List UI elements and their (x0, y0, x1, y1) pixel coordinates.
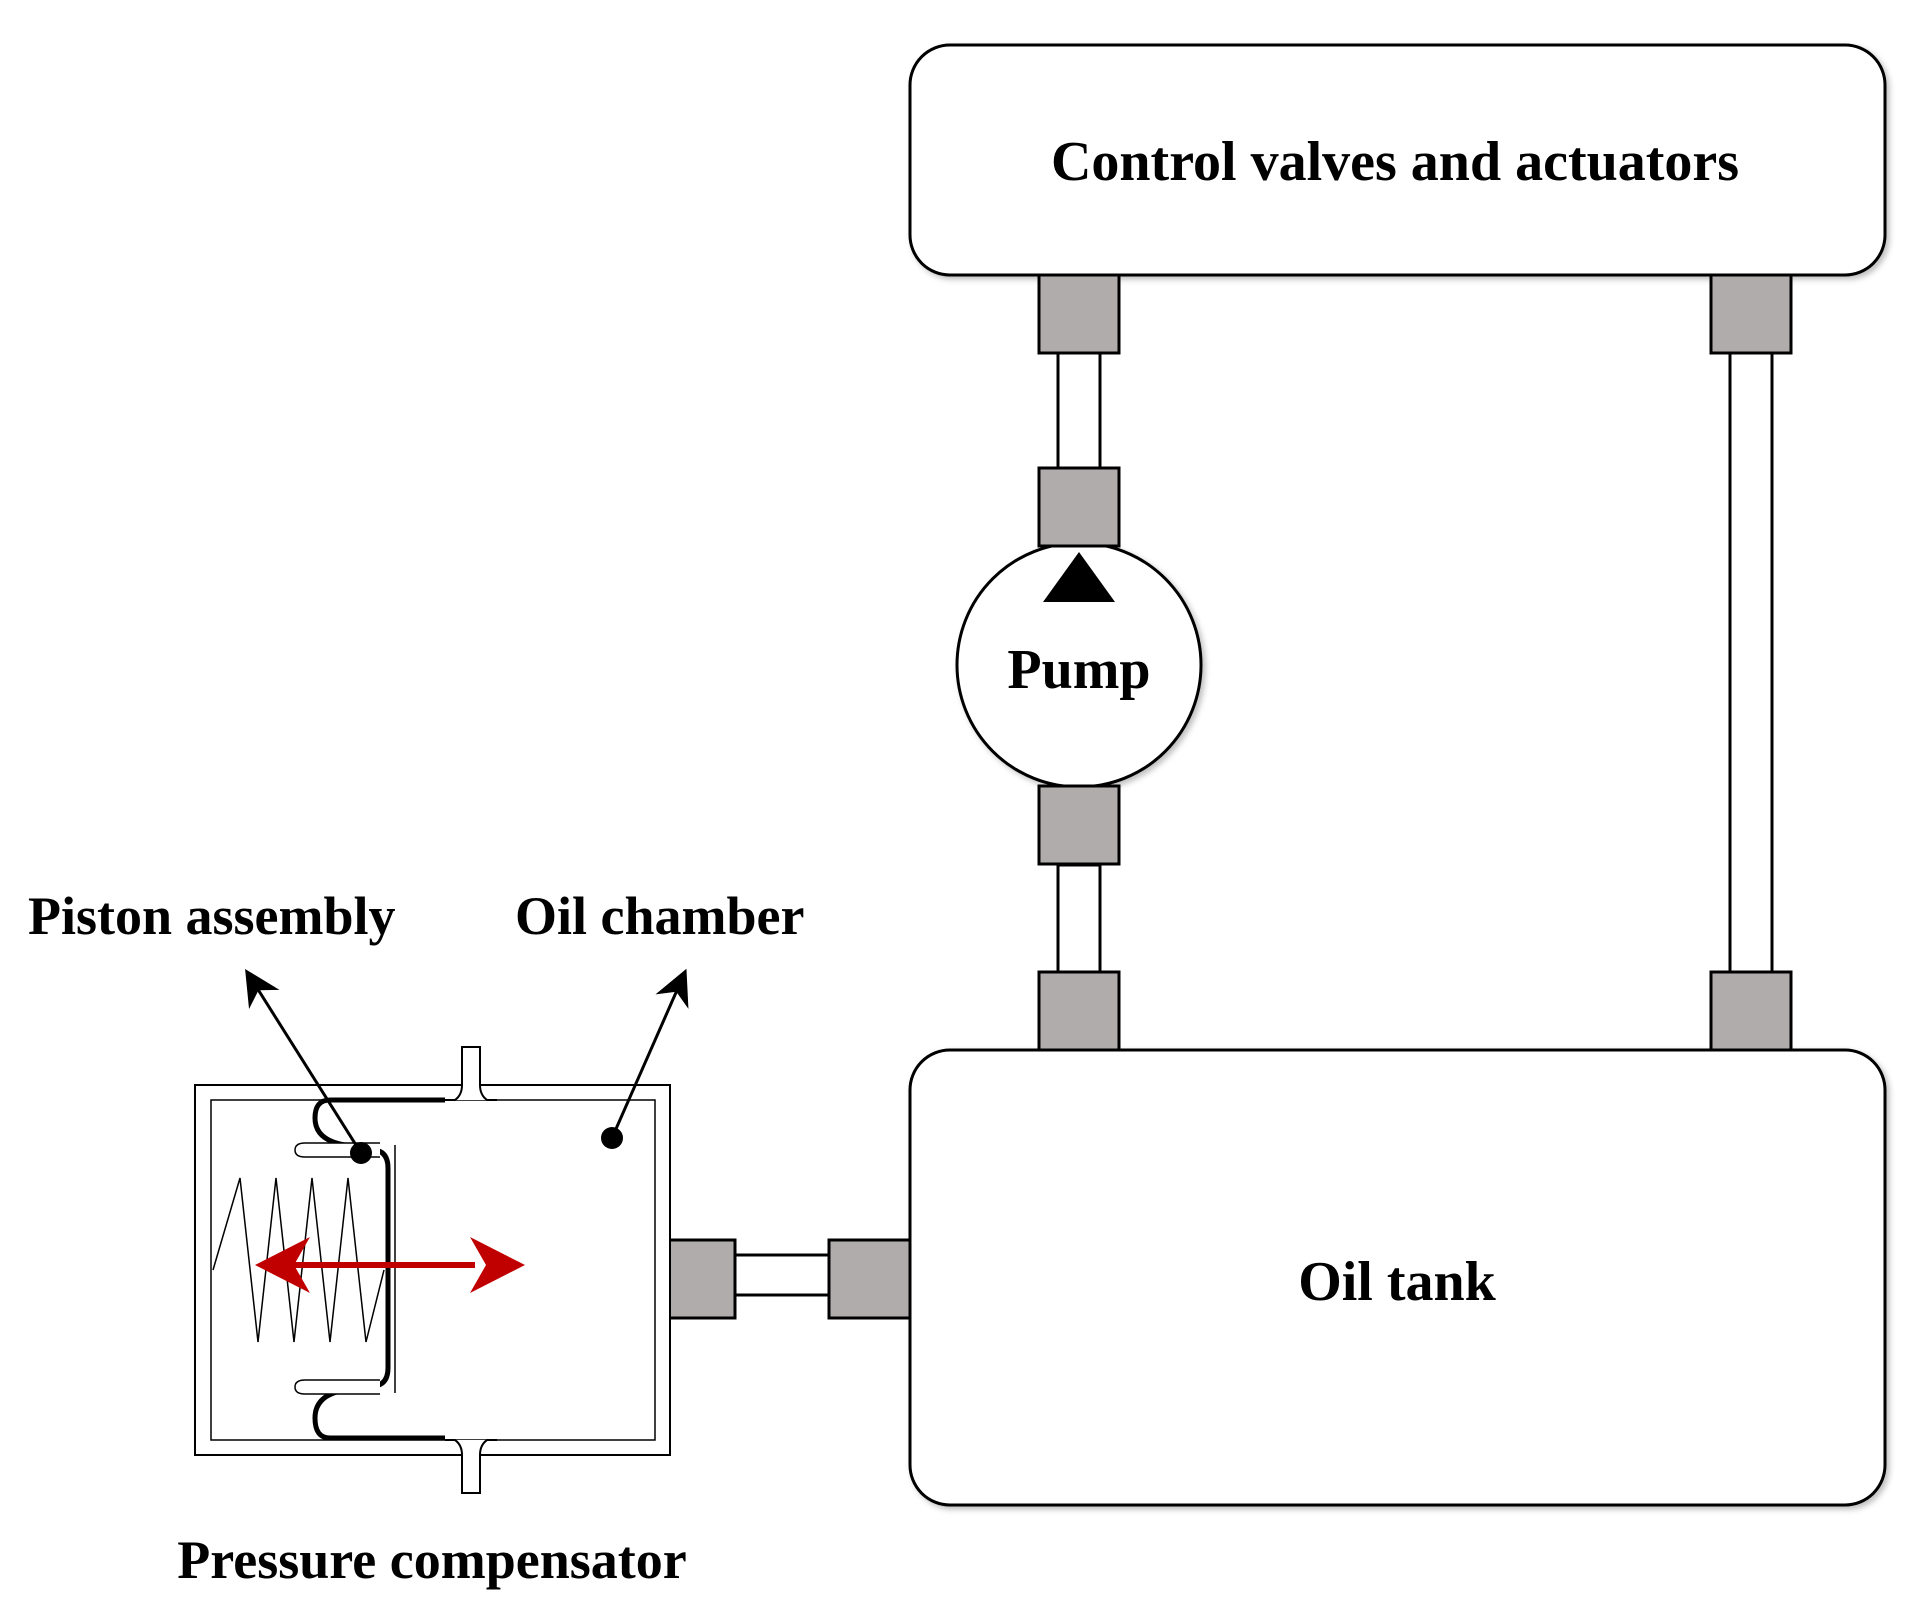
control-valves-box (908, 43, 1887, 277)
pipe-pump-to-tank (1056, 863, 1102, 977)
connector-tank-side (827, 1238, 912, 1320)
compensator-bottom-port (445, 1439, 497, 1494)
connector-tank-left (1037, 970, 1121, 1052)
connector-tank-right (1709, 970, 1793, 1052)
double-arrow-icon (255, 1237, 525, 1293)
pipe-return-line (1728, 348, 1774, 977)
pipe-control-to-pump (1056, 348, 1102, 472)
piston-pointer-line (245, 968, 363, 1154)
connectors (653, 273, 1793, 1320)
piston-assembly-label: Piston assembly (28, 886, 396, 946)
oil-chamber-label: Oil chamber (515, 886, 804, 946)
triangle-up-icon (1043, 552, 1115, 602)
connector-pump-bottom (1037, 784, 1121, 866)
pressure-compensator-label: Pressure compensator (177, 1530, 686, 1590)
connector-pump-top (1037, 466, 1121, 548)
pipe-compensator-to-tank (733, 1253, 832, 1297)
connector-control-left (1037, 273, 1121, 355)
control-valves-label: Control valves and actuators (1051, 131, 1739, 193)
pressure-compensator (194, 968, 689, 1494)
compensator-top-port (445, 1046, 497, 1101)
pump-label: Pump (1007, 639, 1150, 701)
spring (212, 1177, 385, 1343)
connector-control-right (1709, 273, 1793, 355)
oil-tank-label: Oil tank (1298, 1251, 1496, 1313)
chamber-pointer-line (610, 968, 689, 1139)
piston-flange-bottom (294, 1379, 380, 1395)
